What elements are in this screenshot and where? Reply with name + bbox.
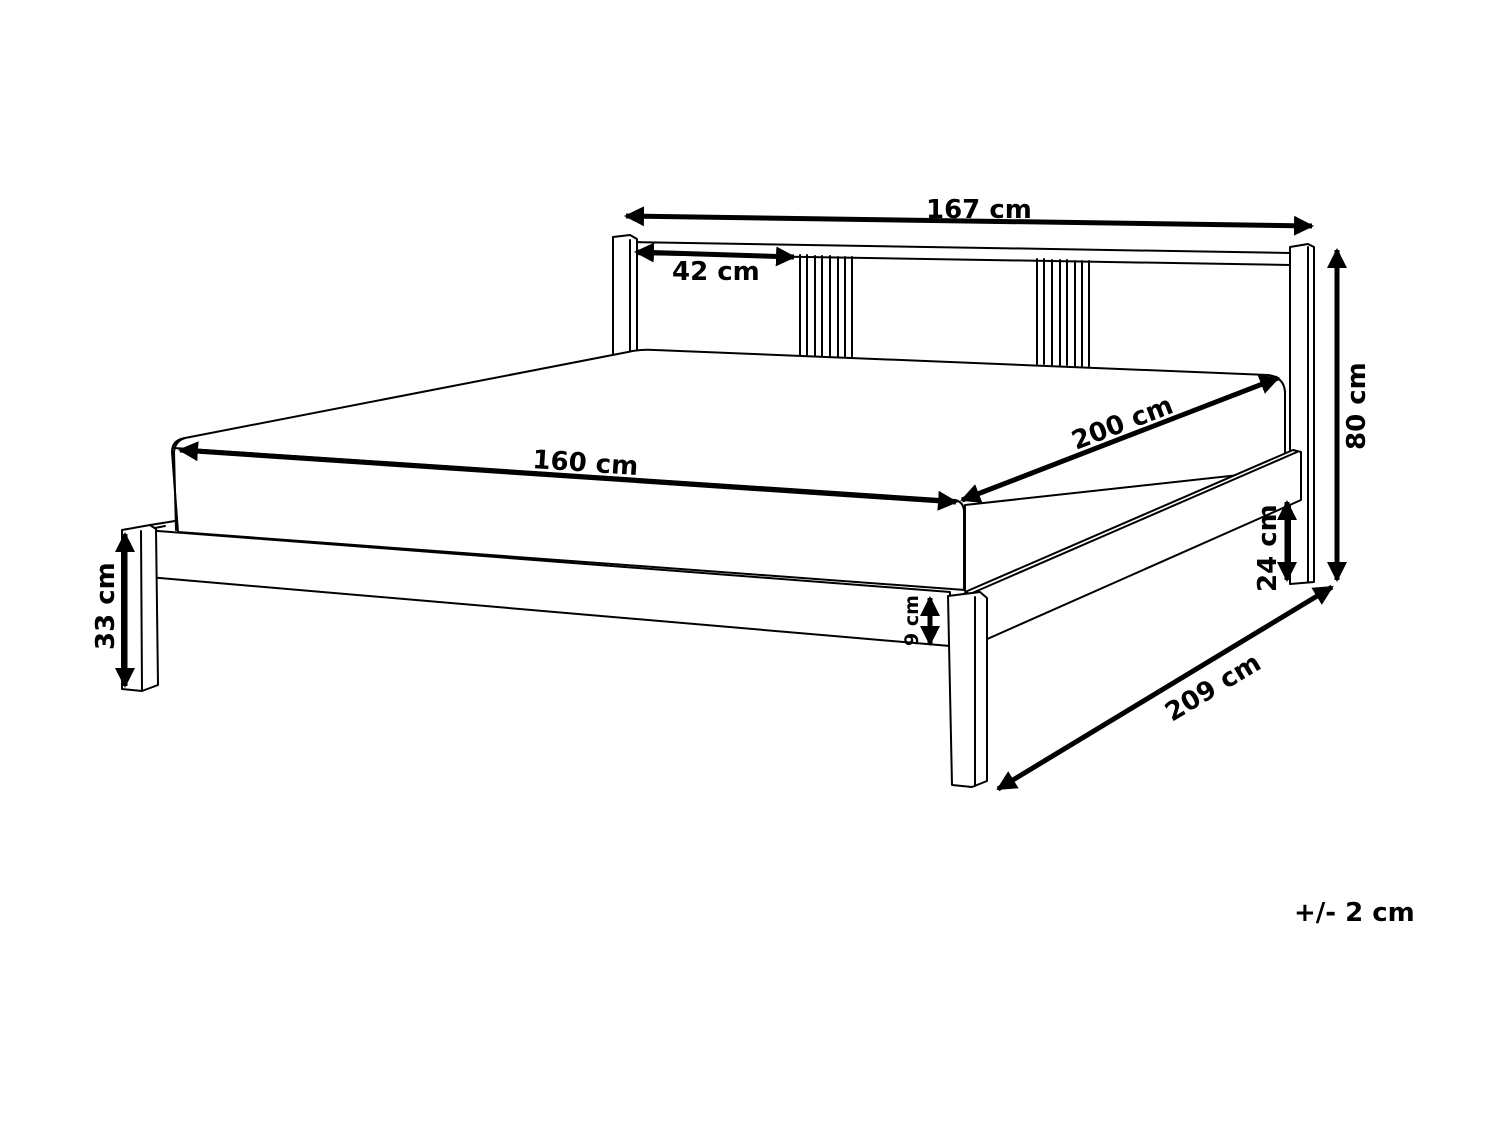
- headboard: [612, 234, 1315, 585]
- label-headboard-width: 167 cm: [926, 195, 1032, 225]
- label-leg-height: 33 cm: [91, 562, 121, 650]
- leg-right: [947, 591, 988, 788]
- label-headboard-height: 80 cm: [1342, 362, 1372, 450]
- label-side-rail-clearance: 24 cm: [1253, 504, 1283, 592]
- tolerance-note: +/- 2 cm: [1294, 898, 1415, 928]
- headboard-slats-left: [799, 254, 853, 359]
- dimension-lines: [115, 206, 1347, 792]
- label-rail-height: 9 cm: [901, 595, 923, 646]
- label-mattress-width: 160 cm: [532, 445, 640, 482]
- label-headboard-side-panel: 42 cm: [672, 257, 760, 287]
- headboard-slats-right: [1036, 258, 1090, 367]
